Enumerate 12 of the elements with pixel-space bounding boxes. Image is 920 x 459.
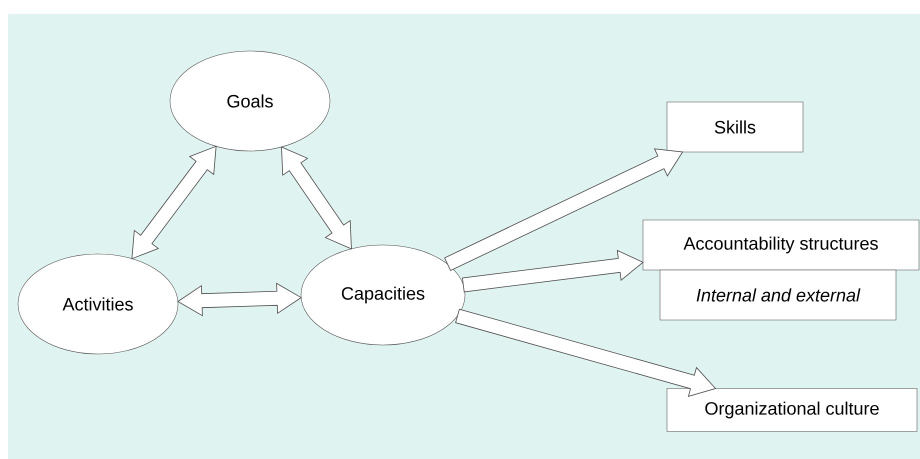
block-arrow [462, 250, 644, 292]
block-arrow [177, 282, 302, 316]
ellipse-node: Capacities [300, 244, 466, 346]
block-arrow [281, 146, 352, 250]
text-box: Internal and external [660, 270, 896, 320]
block-arrow [131, 146, 217, 260]
block-arrow [455, 308, 716, 397]
ellipse-node: Goals [170, 50, 330, 152]
text-box: Skills [666, 102, 804, 152]
text-box: Accountability structures [642, 220, 920, 270]
ellipse-node: Activities [18, 254, 178, 354]
text-box: Organizational culture [666, 388, 918, 432]
